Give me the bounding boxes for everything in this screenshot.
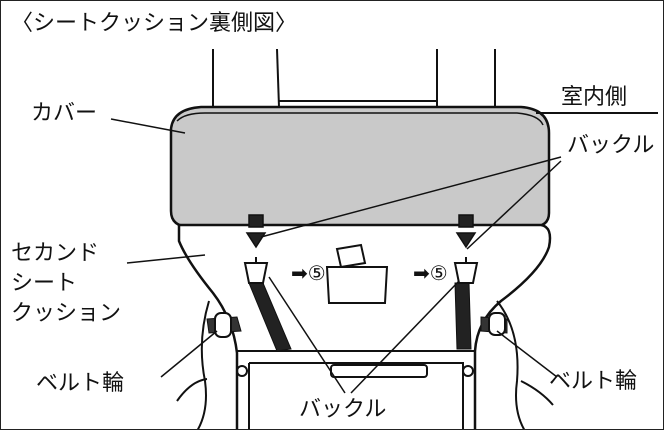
seat-pocket bbox=[325, 243, 389, 304]
diagram-title: 〈シートクッション裏側図〉 bbox=[11, 11, 298, 36]
cover-shape bbox=[169, 105, 551, 229]
leader-lines bbox=[110, 118, 562, 394]
second-seat-line3: クッション bbox=[11, 301, 122, 326]
buckle-label-right: バックル bbox=[567, 133, 655, 158]
second-seat-line1: セカンド bbox=[11, 241, 100, 266]
second-seat-cushion-label: セカンド シート クッション bbox=[11, 239, 121, 329]
cabin-side-underline bbox=[536, 112, 658, 114]
buckle-label-bottom: バックル bbox=[299, 397, 387, 422]
buckles-lower bbox=[243, 257, 479, 284]
belt-rings bbox=[214, 312, 506, 338]
belt-ring-label-right: ベルト輪 bbox=[549, 369, 638, 394]
frame-posts bbox=[212, 48, 496, 113]
second-seat-line2: シート bbox=[11, 271, 78, 296]
step-5-marker-left: ➡⑤ bbox=[291, 261, 326, 285]
buckles-upper bbox=[245, 214, 477, 249]
step-5-marker-right: ➡⑤ bbox=[413, 261, 448, 285]
cover-label: カバー bbox=[31, 101, 98, 126]
belt-ring-label-left: ベルト輪 bbox=[36, 371, 125, 396]
cabin-side-label: 室内側 bbox=[561, 85, 628, 110]
